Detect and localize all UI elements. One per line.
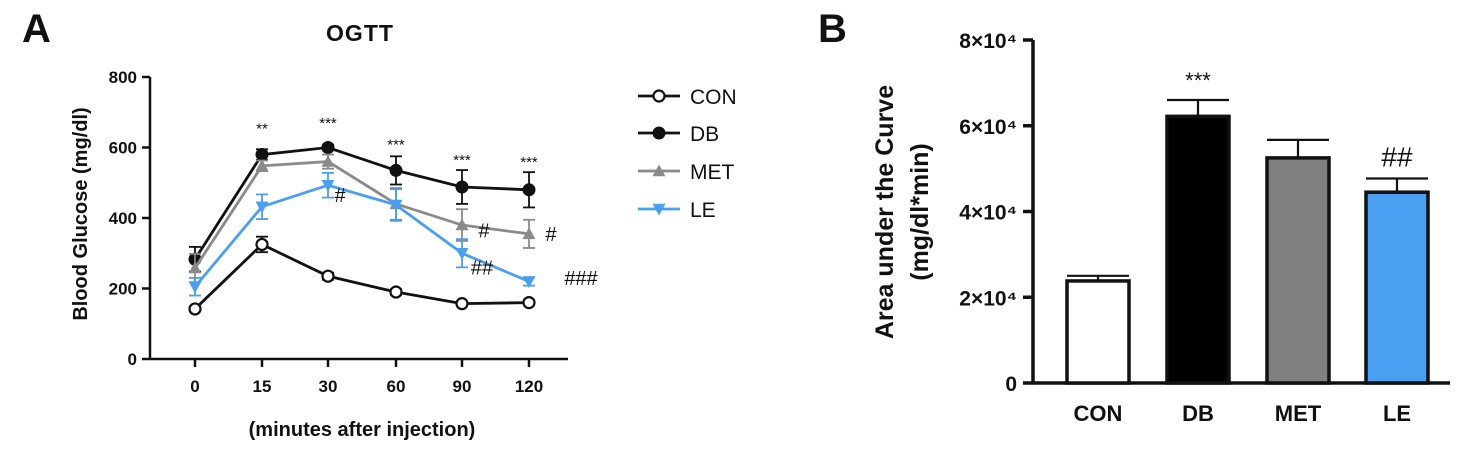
legend-label: DB xyxy=(690,123,719,146)
significance-annotation: *** xyxy=(1185,68,1211,93)
data-point xyxy=(389,199,403,212)
y-tick-label: 6×10⁴ xyxy=(959,116,1017,139)
data-point xyxy=(522,296,536,310)
bar-met: MET xyxy=(1265,138,1331,426)
series-met xyxy=(188,153,536,284)
bar-chart-axes: 0 2×10⁴ 4×10⁴ 6×10⁴ 8×10⁴ xyxy=(959,30,1450,396)
significance-annotation: ## xyxy=(1381,141,1413,172)
series-db xyxy=(188,141,536,273)
data-point xyxy=(321,180,335,192)
significance-annotation: ### xyxy=(564,268,598,290)
legend-item-con: CON xyxy=(638,86,737,109)
legend-item-met: MET xyxy=(638,161,735,184)
significance-annotation: *** xyxy=(453,152,471,169)
bar-chart-plot: CON DB MET LE *** ## xyxy=(1065,68,1430,426)
y-axis-title-line-1: Area under the Curve xyxy=(871,85,899,339)
y-tick-label: 0 xyxy=(1005,373,1017,396)
significance-annotation: # xyxy=(334,185,346,207)
series-con xyxy=(188,235,536,316)
panel-label-b: B xyxy=(818,7,847,51)
legend-label: MET xyxy=(690,161,735,184)
x-tick-label: 120 xyxy=(515,377,543,396)
y-tick-label: 200 xyxy=(109,280,137,299)
data-point xyxy=(188,261,202,274)
data-point xyxy=(389,285,403,299)
data-point xyxy=(255,159,269,172)
legend-item-le: LE xyxy=(638,199,716,222)
y-axis-title: Blood Glucose (mg/dl) xyxy=(70,107,92,320)
y-tick-label: 0 xyxy=(128,350,137,369)
line-chart-plot: **************######## xyxy=(188,115,599,316)
bar-rect xyxy=(1364,190,1430,385)
data-point xyxy=(255,148,269,162)
data-point xyxy=(389,163,403,177)
x-tick-label: 60 xyxy=(387,377,406,396)
line-chart-axes: 0 200 400 600 800 0 15 30 60 90 120 xyxy=(109,68,568,396)
series-line xyxy=(193,183,530,288)
significance-annotation: *** xyxy=(319,115,337,132)
legend-marker xyxy=(652,126,666,140)
significance-annotation: # xyxy=(545,224,557,246)
significance-annotation: *** xyxy=(520,154,538,171)
x-axis-title: (minutes after injection) xyxy=(249,419,476,441)
bar-rect xyxy=(1065,279,1131,385)
y-tick-label: 8×10⁴ xyxy=(959,30,1017,53)
data-point xyxy=(522,227,536,240)
x-tick-label: LE xyxy=(1383,401,1411,426)
series-line xyxy=(193,146,530,260)
bar-rect xyxy=(1265,156,1331,385)
significance-annotation: ** xyxy=(256,120,268,137)
data-point xyxy=(321,155,335,167)
x-tick-label: 15 xyxy=(253,377,272,396)
y-tick-label: 800 xyxy=(109,68,137,87)
legend: CON DB MET LE xyxy=(638,86,737,222)
data-point xyxy=(321,141,335,154)
series-line xyxy=(193,160,530,269)
legend-label: LE xyxy=(690,199,716,222)
y-tick-label: 4×10⁴ xyxy=(959,202,1017,225)
panel-label-a: A xyxy=(22,7,51,51)
series-le xyxy=(188,171,536,297)
data-point xyxy=(522,183,536,197)
data-point xyxy=(455,218,469,231)
y-tick-label: 2×10⁴ xyxy=(959,287,1017,310)
bar-db: DB xyxy=(1165,98,1231,426)
bar-le: LE xyxy=(1364,177,1430,426)
y-axis-title-line-2: (mg/dl*min) xyxy=(906,143,934,281)
x-tick-label: CON xyxy=(1074,401,1123,426)
x-tick-label: DB xyxy=(1182,401,1214,426)
significance-annotation: # xyxy=(478,220,490,242)
legend-marker xyxy=(652,89,666,103)
significance-annotation: ## xyxy=(471,257,494,279)
y-tick-label: 600 xyxy=(109,139,137,158)
legend-label: CON xyxy=(690,86,737,109)
chart-title: OGTT xyxy=(326,20,394,46)
data-point xyxy=(321,269,335,283)
data-point xyxy=(455,248,469,260)
data-point xyxy=(188,302,202,316)
x-tick-label: MET xyxy=(1275,401,1322,426)
data-point xyxy=(188,281,202,294)
series-line xyxy=(194,242,530,310)
legend-marker xyxy=(652,203,666,216)
data-point xyxy=(255,201,269,214)
data-point xyxy=(455,297,469,311)
data-point xyxy=(255,237,269,252)
significance-annotation: *** xyxy=(387,136,405,153)
data-point xyxy=(522,276,536,288)
legend-item-db: DB xyxy=(638,123,719,146)
x-tick-label: 30 xyxy=(319,377,338,396)
legend-marker xyxy=(652,164,666,177)
bar-con: CON xyxy=(1065,274,1131,426)
y-tick-label: 400 xyxy=(109,209,137,228)
x-tick-label: 90 xyxy=(453,377,472,396)
data-point xyxy=(455,180,469,194)
bar-rect xyxy=(1165,114,1231,385)
x-tick-label: 0 xyxy=(190,377,199,396)
